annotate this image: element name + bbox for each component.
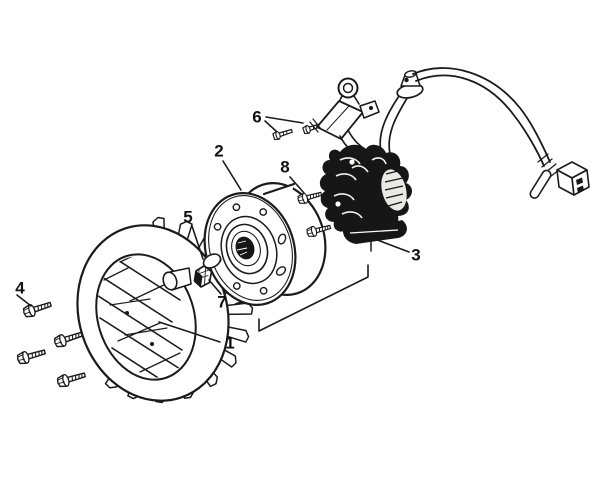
wire-connector xyxy=(556,161,590,196)
wire-grommet xyxy=(396,70,424,99)
callout-3-stator: 3 xyxy=(411,245,421,265)
callout-6-screws: 6 xyxy=(252,107,262,127)
pickup-coil xyxy=(309,77,380,157)
flywheel-rotor xyxy=(203,182,327,306)
rotor-splined-bore xyxy=(235,236,255,260)
fan-inner-blades xyxy=(87,245,189,391)
screw xyxy=(271,126,294,142)
harness-tape xyxy=(537,153,561,178)
wire-harness xyxy=(379,67,590,199)
callout-2-rotor: 2 xyxy=(214,141,224,161)
leader-lines xyxy=(16,116,410,343)
bolt xyxy=(52,327,85,350)
callout-7-nut: 7 xyxy=(217,292,227,312)
wire-terminal xyxy=(529,169,552,199)
pickup-ring xyxy=(337,77,359,99)
stator-assembly xyxy=(319,144,412,252)
assembly-bracket xyxy=(258,264,369,332)
callout-1-fan: 1 xyxy=(225,333,235,353)
flywheel-nut-washer xyxy=(193,253,222,288)
callout-5-washer: 5 xyxy=(183,207,193,227)
stator-core xyxy=(381,169,407,211)
fan-bolts xyxy=(15,297,88,389)
pickup-bracket xyxy=(359,100,380,119)
bolt xyxy=(15,345,48,366)
fan-hub xyxy=(162,267,192,291)
pickup-body xyxy=(316,100,364,140)
cooling-fan xyxy=(76,216,254,404)
callout-4-bolts: 4 xyxy=(15,278,25,298)
pickup-screws xyxy=(271,120,324,142)
bolt xyxy=(55,368,88,389)
callout-8-bolts: 8 xyxy=(280,157,290,177)
pickup-stalk xyxy=(339,129,371,157)
